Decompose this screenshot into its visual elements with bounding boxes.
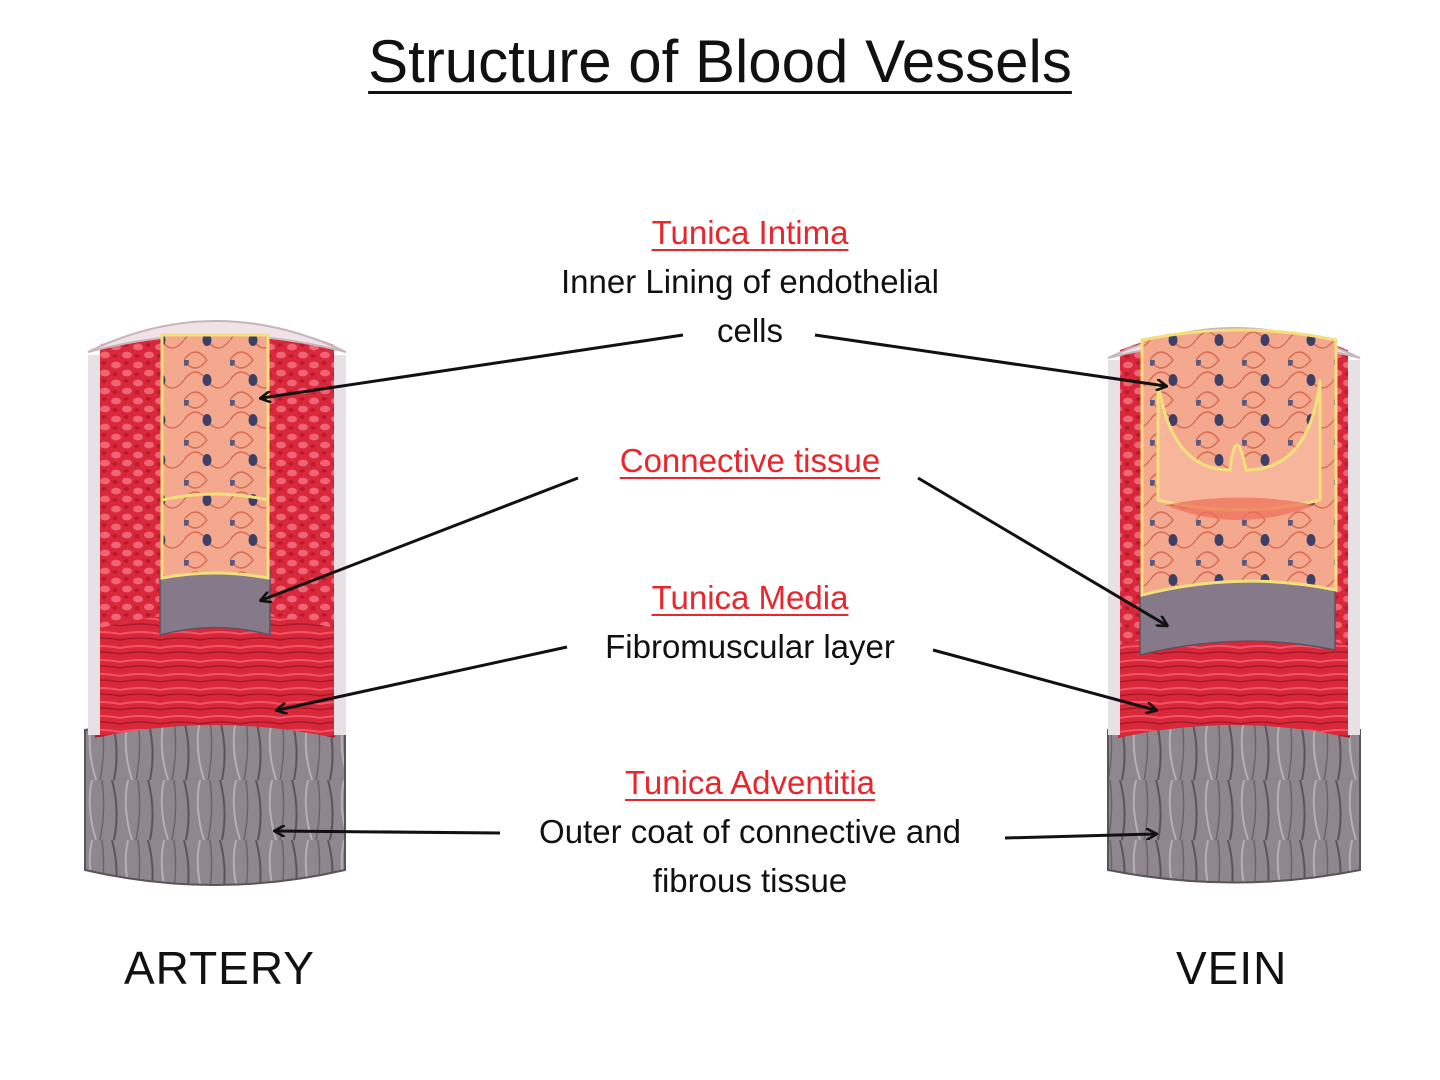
- vein-illustration: [1107, 327, 1361, 884]
- tunica-intima-desc-line1: Inner Lining of endothelial: [561, 263, 939, 300]
- tunica-adventitia-heading: Tunica Adventitia: [624, 764, 876, 801]
- tunica-adventitia-desc-line1: Outer coat of connective and: [539, 813, 961, 850]
- artery-tunica-adventitia: [84, 716, 346, 886]
- arrow-adventitia-vein: [1004, 834, 1155, 838]
- artery-media-outer-wall-right: [334, 355, 346, 735]
- arrow-media-vein: [932, 648, 1155, 710]
- tunica-adventitia-desc-line2: fibrous tissue: [652, 862, 848, 899]
- arrow-connective-artery: [262, 476, 579, 600]
- page-title-text: Structure of Blood Vessels: [368, 28, 1072, 95]
- connective-tissue-heading: Connective tissue: [619, 442, 881, 479]
- arrow-intima-vein: [814, 333, 1165, 386]
- vein-label: VEIN: [1176, 942, 1288, 994]
- label-tunica-adventitia: Tunica Adventitia Outer coat of connecti…: [450, 758, 1050, 905]
- arrow-intima-artery: [262, 333, 684, 398]
- pointer-arrows: [262, 333, 1166, 838]
- arrow-connective-vein: [917, 476, 1166, 625]
- vein-outer-wall-right: [1348, 360, 1360, 735]
- tunica-intima-desc-line2: cells: [716, 312, 784, 349]
- vein-outer-wall: [1108, 360, 1120, 735]
- label-tunica-media: Tunica Media Fibromuscular layer: [450, 573, 1050, 671]
- arrow-media-artery: [278, 645, 568, 710]
- vein-valve-opening: [1165, 497, 1315, 520]
- arrow-adventitia-artery: [276, 831, 501, 833]
- artery-intima-fold: [161, 492, 269, 502]
- artery-label: ARTERY: [124, 942, 315, 994]
- vein-tunica-adventitia: [1107, 716, 1361, 884]
- artery-connective-tissue: [159, 569, 271, 636]
- page-title: Structure of Blood Vessels: [0, 22, 1440, 102]
- label-tunica-intima: Tunica Intima Inner Lining of endothelia…: [450, 208, 1050, 355]
- artery-tunica-intima: [160, 333, 270, 580]
- label-connective-tissue: Connective tissue: [450, 436, 1050, 485]
- tunica-media-desc: Fibromuscular layer: [605, 628, 895, 665]
- tunica-media-heading: Tunica Media: [651, 579, 849, 616]
- tunica-intima-heading: Tunica Intima: [651, 214, 849, 251]
- vein-tunica-media: [1118, 625, 1350, 738]
- artery-illustration: [84, 320, 347, 886]
- artery-media-outer-wall: [88, 355, 100, 735]
